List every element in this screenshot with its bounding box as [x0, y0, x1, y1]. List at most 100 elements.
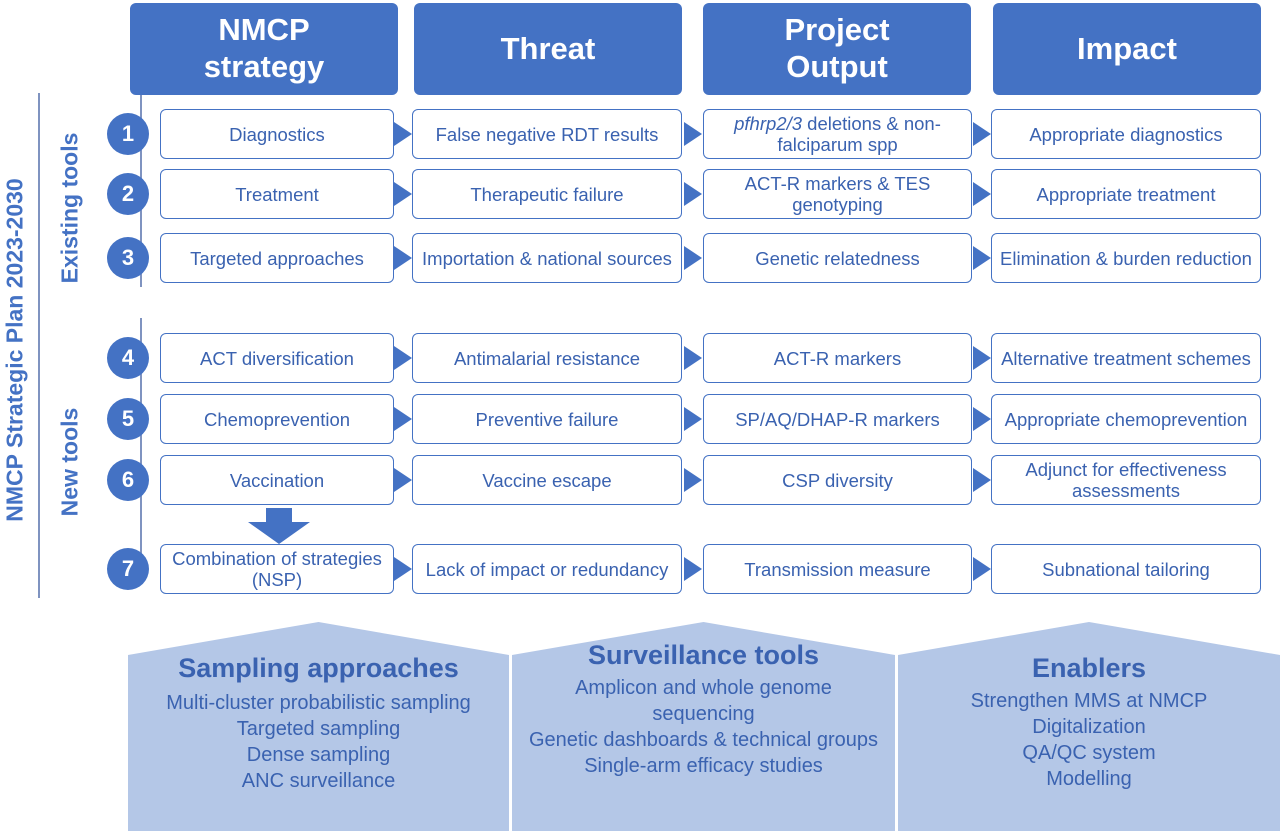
strategy-box: Combination of strategies (NSP)	[160, 544, 394, 594]
threat-text: Vaccine escape	[482, 469, 612, 491]
right-arrow-icon	[394, 468, 412, 492]
column-header-3: Project Output	[703, 3, 971, 95]
panel-background	[512, 622, 895, 831]
panel-item: Single-arm efficacy studies	[584, 755, 823, 777]
threat-text: Antimalarial resistance	[453, 347, 641, 369]
impact-text: Appropriate diagnostics	[1029, 123, 1223, 145]
plan-divider-line	[38, 93, 40, 598]
threat-box: Therapeutic failure	[412, 169, 682, 219]
right-arrow-icon	[684, 407, 702, 431]
threat-box: Preventive failure	[412, 394, 682, 444]
panel-item: QA/QC system	[1022, 742, 1156, 764]
output-text: Transmission measure	[744, 558, 931, 580]
right-arrow-icon	[973, 346, 991, 370]
impact-box: Alternative treatment schemes	[991, 333, 1261, 383]
strategy-text: Diagnostics	[229, 123, 325, 145]
row-number-badge: 4	[107, 337, 149, 379]
right-arrow-icon	[973, 246, 991, 270]
impact-box: Appropriate treatment	[991, 169, 1261, 219]
impact-text: Subnational tailoring	[1042, 558, 1210, 580]
row-number-badge: 7	[107, 548, 149, 590]
output-box: CSP diversity	[703, 455, 972, 505]
output-italic-text: pfhrp2/3	[734, 113, 803, 134]
output-box: SP/AQ/DHAP-R markers	[703, 394, 972, 444]
panel-item: Targeted sampling	[236, 718, 401, 740]
row-number-badge: 3	[107, 237, 149, 279]
threat-text: Therapeutic failure	[470, 183, 624, 205]
right-arrow-icon	[973, 407, 991, 431]
output-text: Genetic relatedness	[755, 247, 920, 269]
panel-background	[128, 622, 509, 831]
impact-text: Adjunct for effectiveness assessments	[1025, 459, 1227, 501]
strategy-text: Vaccination	[229, 469, 325, 491]
right-arrow-icon	[684, 346, 702, 370]
existing-tools-label: Existing tools	[56, 132, 83, 284]
output-text: ACT-R markers & TES genotyping	[744, 173, 931, 215]
impact-box: Appropriate chemoprevention	[991, 394, 1261, 444]
threat-text: Preventive failure	[475, 408, 619, 430]
panel-item: ANC surveillance	[241, 770, 396, 792]
panel-item: Strengthen MMS at NMCP	[970, 690, 1208, 712]
right-arrow-icon	[394, 122, 412, 146]
right-arrow-icon	[973, 468, 991, 492]
strategy-box: Treatment	[160, 169, 394, 219]
threat-box: Importation & national sources	[412, 233, 682, 283]
threat-box: Lack of impact or redundancy	[412, 544, 682, 594]
output-text: CSP diversity	[782, 469, 893, 491]
impact-text: Appropriate treatment	[1036, 183, 1216, 205]
panel-background	[898, 622, 1280, 831]
right-arrow-icon	[973, 182, 991, 206]
threat-text: Lack of impact or redundancy	[425, 558, 669, 580]
threat-text: False negative RDT results	[435, 123, 659, 145]
right-arrow-icon	[394, 182, 412, 206]
output-text: deletions & non-falciparum spp	[777, 113, 941, 155]
output-box: Transmission measure	[703, 544, 972, 594]
panel-item: Multi-cluster probabilistic sampling	[166, 692, 471, 714]
panel-title: Enablers	[1031, 653, 1147, 683]
right-arrow-icon	[684, 557, 702, 581]
right-arrow-icon	[973, 557, 991, 581]
strategy-text: Chemoprevention	[203, 408, 351, 430]
panel-title: Sampling approaches	[178, 653, 459, 683]
output-box: ACT-R markers	[703, 333, 972, 383]
new-tools-line	[140, 318, 142, 583]
new-tools-label: New tools	[56, 407, 83, 517]
down-arrow-icon	[248, 508, 310, 544]
right-arrow-icon	[394, 407, 412, 431]
strategy-box: Targeted approaches	[160, 233, 394, 283]
panel-item: Modelling	[1046, 768, 1132, 790]
panel-item: Digitalization	[1032, 716, 1146, 738]
threat-box: Antimalarial resistance	[412, 333, 682, 383]
right-arrow-icon	[394, 346, 412, 370]
impact-text: Appropriate chemoprevention	[1004, 408, 1248, 430]
strategic-plan-label: NMCP Strategic Plan 2023-2030	[1, 178, 28, 522]
impact-text: Alternative treatment schemes	[1001, 347, 1251, 369]
row-number-badge: 5	[107, 398, 149, 440]
row-number-badge: 1	[107, 113, 149, 155]
threat-box: False negative RDT results	[412, 109, 682, 159]
strategy-box: Vaccination	[160, 455, 394, 505]
right-arrow-icon	[684, 468, 702, 492]
panel-item: Genetic dashboards & technical groups	[528, 729, 879, 751]
row-number-badge: 6	[107, 459, 149, 501]
column-header-1: NMCP strategy	[130, 3, 398, 95]
right-arrow-icon	[394, 246, 412, 270]
panel-item: Amplicon and whole genome sequencing	[575, 677, 832, 725]
right-arrow-icon	[684, 246, 702, 270]
strategy-text: ACT diversification	[200, 347, 354, 369]
impact-box: Adjunct for effectiveness assessments	[991, 455, 1261, 505]
threat-text: Importation & national sources	[422, 247, 672, 269]
strategy-box: Chemoprevention	[160, 394, 394, 444]
panel-title: Surveillance tools	[587, 640, 820, 670]
impact-text: Elimination & burden reduction	[1000, 247, 1252, 269]
output-box: ACT-R markers & TES genotyping	[703, 169, 972, 219]
impact-box: Subnational tailoring	[991, 544, 1261, 594]
output-box: Genetic relatedness	[703, 233, 972, 283]
strategy-text: Treatment	[235, 183, 319, 205]
